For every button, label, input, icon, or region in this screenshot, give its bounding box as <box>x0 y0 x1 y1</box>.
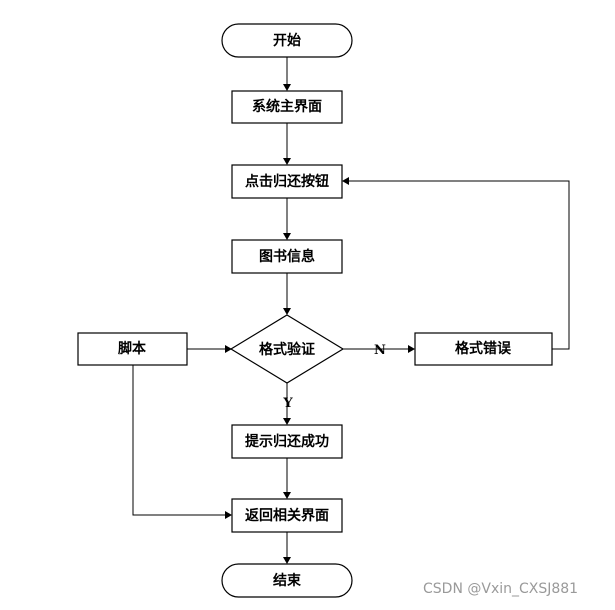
format-error-box <box>414 332 553 366</box>
arrowhead <box>283 418 291 425</box>
arrowhead <box>283 308 291 315</box>
arrowhead <box>283 158 291 165</box>
end-label: 结束 <box>273 572 302 589</box>
return-success-label: 提示归还成功 <box>245 433 329 450</box>
return-success-box <box>231 424 343 459</box>
book-info-label: 图书信息 <box>259 248 315 265</box>
format-error-label: 格式错误 <box>455 340 512 357</box>
format-check-decision <box>229 314 345 384</box>
click-return-box <box>231 164 343 199</box>
script-label: 脚本 <box>118 340 147 357</box>
end-terminal <box>221 563 353 598</box>
edge-label-no: N <box>374 343 386 358</box>
arrowhead <box>342 177 349 185</box>
main-ui-box <box>231 90 343 124</box>
nodes: 开始 系统主界面 点击归还按钮 图书信息 脚本 格式验证 格式错误 提示归还成功… <box>77 23 553 598</box>
arrowhead <box>283 84 291 91</box>
start-label: 开始 <box>273 32 301 49</box>
script-box <box>77 332 188 366</box>
edge-script-to-back <box>132 365 225 516</box>
edge-label-yes: Y <box>282 396 293 411</box>
edge-error-loop-back <box>349 180 570 350</box>
edge-labels: N Y <box>282 343 386 411</box>
arrowhead <box>225 345 232 353</box>
book-info-box <box>231 239 343 274</box>
arrowhead <box>408 345 415 353</box>
back-page-label: 返回相关界面 <box>245 507 329 524</box>
arrowhead <box>225 511 232 519</box>
arrowhead <box>283 557 291 564</box>
main-ui-label: 系统主界面 <box>252 98 322 115</box>
edges <box>132 57 570 564</box>
arrowhead <box>283 492 291 499</box>
arrowhead <box>283 233 291 240</box>
back-page-box <box>231 498 343 533</box>
format-check-label: 格式验证 <box>259 341 315 358</box>
start-terminal <box>221 23 353 58</box>
watermark-text: CSDN @Vxin_CXSJ881 <box>423 581 579 597</box>
click-return-label: 点击归还按钮 <box>245 173 329 190</box>
